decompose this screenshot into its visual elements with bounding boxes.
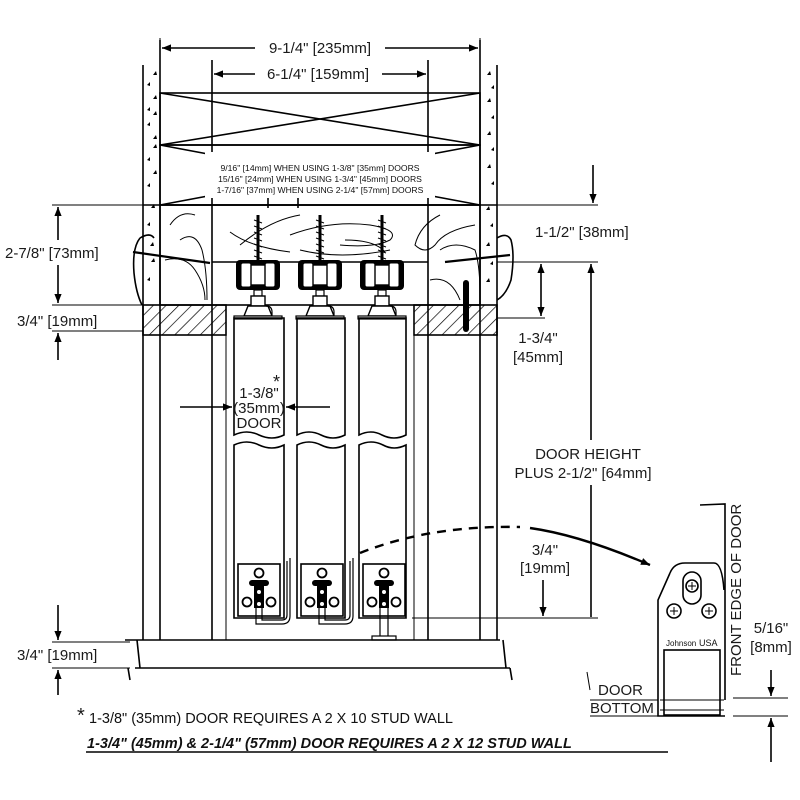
offset-note-1: 9/16" [14mm] WHEN USING 1-3/8" [35mm] DO… bbox=[220, 163, 419, 173]
dim-door-height: DOOR HEIGHT PLUS 2-1/2" [64mm] bbox=[514, 264, 652, 619]
brand-country: USA bbox=[699, 638, 718, 648]
dim-floor-trim: 3/4" [19mm] bbox=[17, 605, 130, 695]
offset-note-2: 15/16" [24mm] WHEN USING 1-3/4" [45mm] D… bbox=[218, 174, 422, 184]
detail-screw-right bbox=[701, 603, 717, 619]
drywall-texture-right bbox=[486, 71, 494, 282]
guide-screw-side bbox=[241, 596, 253, 608]
dim-guide-gap: 3/4" [19mm] bbox=[412, 542, 598, 619]
floor-guide-detail: Johnson USA FRONT EDGE OF DOOR DOOR BOTT… bbox=[586, 503, 745, 717]
guide-clearance-line1: 5/16" bbox=[754, 620, 789, 637]
callout-arrow bbox=[359, 525, 651, 567]
slotted-screw bbox=[682, 571, 702, 605]
dim-door-thickness: * 1-3/8" (35mm) DOOR bbox=[180, 372, 330, 432]
dim-inner-width: 6-1/4" [159mm] bbox=[211, 65, 429, 85]
trim-left bbox=[142, 304, 227, 336]
lag-screw-3 bbox=[377, 215, 387, 262]
door-thickness-line2: (35mm) bbox=[233, 400, 285, 417]
footnote-1: 1-3/8" (35mm) DOOR REQUIRES A 2 X 10 STU… bbox=[89, 711, 453, 727]
wood-header bbox=[132, 204, 514, 306]
brand-name: Johnson bbox=[666, 639, 696, 648]
floor-trim-label: 3/4" [19mm] bbox=[17, 647, 97, 664]
guide-screw-side bbox=[265, 596, 277, 608]
track-screws bbox=[253, 198, 387, 262]
drywall-texture-left bbox=[147, 71, 157, 281]
door-bottom-leader bbox=[586, 671, 658, 717]
floor-guide-3 bbox=[362, 563, 406, 641]
inner-width-label: 6-1/4" [159mm] bbox=[267, 66, 369, 83]
trim-screw bbox=[463, 280, 469, 332]
guide-gap-line2: [19mm] bbox=[520, 560, 570, 577]
guide-screw-side bbox=[390, 596, 402, 608]
hanger-1 bbox=[233, 260, 283, 320]
dim-hanger-drop: 1-3/4" [45mm] bbox=[497, 261, 598, 366]
dim-overall-width: 9-1/4" [235mm] bbox=[159, 38, 481, 60]
dim-track-offset: 1-1/2" [38mm] bbox=[497, 165, 629, 241]
offset-note-3: 1-7/16" [37mm] WHEN USING 2-1/4" [57mm] … bbox=[217, 185, 424, 195]
offset-notes: 9/16" [14mm] WHEN USING 1-3/8" [35mm] DO… bbox=[217, 163, 424, 195]
dim-trim-top: 3/4" [19mm] bbox=[17, 313, 143, 360]
trim-top-label: 3/4" [19mm] bbox=[17, 313, 97, 330]
guide-clearance-line2: [8mm] bbox=[750, 639, 792, 656]
header-height-label: 2-7/8" [73mm] bbox=[5, 245, 99, 262]
hanger-drop-line1: 1-3/4" bbox=[518, 330, 558, 347]
track-offset-label: 1-1/2" [38mm] bbox=[535, 224, 629, 241]
hanger-assemblies bbox=[233, 260, 407, 320]
trim-right bbox=[413, 280, 498, 336]
floor-guide-1 bbox=[237, 558, 291, 625]
guide-screw-side bbox=[304, 596, 316, 608]
guide-screw-side bbox=[328, 596, 340, 608]
right-stud-wall bbox=[479, 40, 498, 640]
lag-screw-1 bbox=[253, 215, 263, 262]
door-bottom-line1: DOOR bbox=[598, 682, 643, 699]
drywall-flare-right bbox=[444, 234, 514, 301]
detail-screw-left bbox=[666, 603, 682, 619]
guide-screw-top bbox=[378, 567, 390, 579]
footnotes: * 1-3/8" (35mm) DOOR REQUIRES A 2 X 10 S… bbox=[77, 705, 668, 753]
door-3 bbox=[358, 317, 407, 619]
guide-gap-line1: 3/4" bbox=[532, 542, 558, 559]
guide-screw-top bbox=[253, 567, 265, 579]
footnote-2: 1-3/4" (45mm) & 2-1/4" (57mm) DOOR REQUI… bbox=[87, 736, 572, 752]
door-thickness-line3: DOOR bbox=[237, 415, 282, 432]
overall-width-label: 9-1/4" [235mm] bbox=[269, 40, 371, 57]
floor-guides bbox=[237, 558, 406, 641]
left-stud-wall bbox=[142, 40, 161, 640]
door-2 bbox=[296, 317, 346, 619]
lag-screw-2 bbox=[315, 215, 325, 262]
hanger-3 bbox=[357, 260, 407, 320]
door-height-line2: PLUS 2-1/2" [64mm] bbox=[514, 465, 651, 482]
floor-guide-2 bbox=[300, 558, 354, 625]
door-thickness-asterisk: * bbox=[273, 372, 280, 392]
door-bottom-line2: BOTTOM bbox=[590, 700, 654, 717]
drywall-flare-left bbox=[132, 234, 211, 306]
door-1 bbox=[233, 317, 285, 619]
door-height-line1: DOOR HEIGHT bbox=[535, 446, 641, 463]
door-thickness-line1: 1-3/8" bbox=[239, 385, 279, 402]
hanger-drop-line2: [45mm] bbox=[513, 349, 563, 366]
guide-screw-top bbox=[316, 567, 328, 579]
hanger-2 bbox=[295, 260, 345, 320]
front-edge-label: FRONT EDGE OF DOOR bbox=[728, 504, 745, 676]
footnote-asterisk: * bbox=[77, 705, 85, 727]
door-panels bbox=[233, 317, 407, 619]
floor-base bbox=[125, 639, 513, 681]
dim-guide-clearance: 5/16" [8mm] bbox=[733, 620, 792, 762]
dim-header-height: 2-7/8" [73mm] bbox=[5, 204, 143, 306]
guide-screw-side bbox=[366, 596, 378, 608]
jamb-lines bbox=[211, 60, 429, 640]
